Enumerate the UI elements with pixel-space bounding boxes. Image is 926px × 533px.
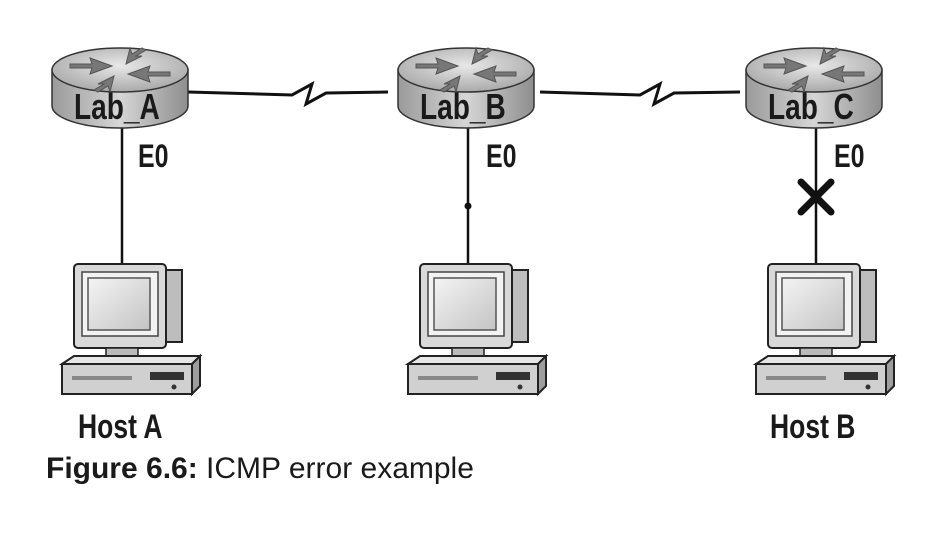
host-middle-computer-icon <box>407 263 547 395</box>
host-b-computer-icon <box>755 263 895 395</box>
host-label-host-b: Host B <box>770 408 856 446</box>
caption-prefix: Figure 6.6: <box>46 452 198 485</box>
interface-label-lab-b: E0 <box>486 138 517 174</box>
serial-link-a-b <box>187 80 389 108</box>
interface-label-lab-a: E0 <box>138 138 169 174</box>
caption-text: ICMP error example <box>206 452 474 485</box>
figure-caption: Figure 6.6: ICMP error example <box>46 452 474 486</box>
host-a-computer-icon <box>61 263 201 395</box>
router-label-lab-a: Lab_A <box>74 86 160 127</box>
interface-label-lab-c: E0 <box>834 138 865 174</box>
router-label-lab-b: Lab_B <box>420 86 506 127</box>
host-label-host-a: Host A <box>78 408 163 446</box>
x-mark-icon <box>797 178 835 216</box>
router-label-lab-c: Lab_C <box>768 86 854 127</box>
serial-link-b-c <box>539 80 741 108</box>
